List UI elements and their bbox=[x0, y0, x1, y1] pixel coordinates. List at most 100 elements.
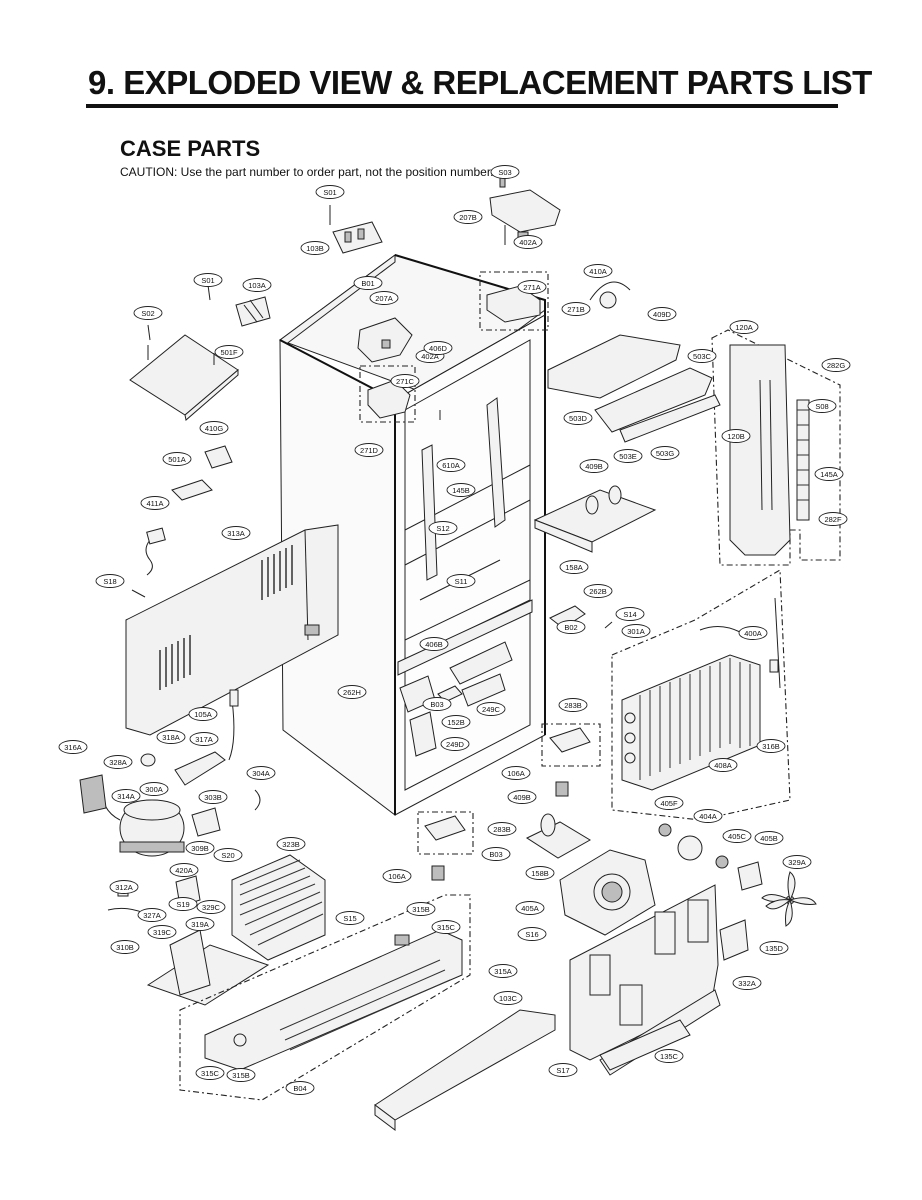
callout-label: 319C bbox=[147, 925, 177, 939]
callout-label: 316B bbox=[756, 739, 786, 753]
screws bbox=[131, 205, 613, 629]
svg-text:120A: 120A bbox=[735, 323, 753, 332]
svg-text:262H: 262H bbox=[343, 688, 361, 697]
title-divider bbox=[86, 104, 838, 108]
base-plate-315a bbox=[179, 894, 471, 1101]
svg-text:S02: S02 bbox=[141, 309, 154, 318]
callout-label: 406B bbox=[419, 637, 449, 651]
callout-label: 317A bbox=[189, 732, 219, 746]
callout-label: S01 bbox=[315, 185, 345, 199]
callout-label: 501F bbox=[214, 345, 244, 359]
callout-label: S02 bbox=[133, 306, 163, 320]
callout-label: 145B bbox=[446, 483, 476, 497]
svg-text:S01: S01 bbox=[323, 188, 336, 197]
svg-text:135D: 135D bbox=[765, 944, 784, 953]
callout-label: 503C bbox=[687, 349, 717, 363]
svg-text:S08: S08 bbox=[815, 402, 828, 411]
svg-text:S03: S03 bbox=[498, 168, 511, 177]
svg-text:106A: 106A bbox=[388, 872, 406, 881]
callout-label: S16 bbox=[517, 927, 547, 941]
callout-label: 329A bbox=[782, 855, 812, 869]
callout-label: B04 bbox=[285, 1081, 315, 1095]
motor-404a bbox=[677, 835, 703, 861]
svg-text:315A: 315A bbox=[494, 967, 512, 976]
svg-text:410A: 410A bbox=[589, 267, 607, 276]
callout-label: 310B bbox=[110, 940, 140, 954]
svg-text:207A: 207A bbox=[375, 294, 393, 303]
svg-text:120B: 120B bbox=[727, 432, 745, 441]
condenser-323b bbox=[231, 854, 326, 961]
svg-text:145B: 145B bbox=[452, 486, 470, 495]
callout-label: S11 bbox=[446, 574, 476, 588]
callout-labels: S01S03207B402A103B271A271B410A409DB01207… bbox=[58, 165, 851, 1095]
svg-text:283B: 283B bbox=[564, 701, 582, 710]
callout-label: 262H bbox=[337, 685, 367, 699]
svg-text:S19: S19 bbox=[176, 900, 189, 909]
callout-label: 135C bbox=[654, 1049, 684, 1063]
svg-text:315B: 315B bbox=[232, 1071, 250, 1080]
callout-label: 303B bbox=[198, 790, 228, 804]
svg-text:106A: 106A bbox=[507, 769, 525, 778]
svg-text:207B: 207B bbox=[459, 213, 477, 222]
fan-blade-329a bbox=[761, 871, 817, 927]
svg-text:402A: 402A bbox=[519, 238, 537, 247]
callout-label: 145A bbox=[814, 467, 844, 481]
svg-text:S14: S14 bbox=[623, 610, 636, 619]
svg-text:312A: 312A bbox=[115, 883, 133, 892]
callout-label: 207B bbox=[453, 210, 483, 224]
callout-label: B01 bbox=[353, 276, 383, 290]
callout-label: 316A bbox=[58, 740, 88, 754]
board-501a bbox=[171, 479, 213, 501]
callout-label: S15 bbox=[335, 911, 365, 925]
callout-label: 282F bbox=[818, 512, 848, 526]
svg-text:409B: 409B bbox=[585, 462, 603, 471]
svg-text:105A: 105A bbox=[194, 710, 212, 719]
callout-label: 409D bbox=[647, 307, 677, 321]
compressor-300a bbox=[79, 774, 185, 857]
callout-label: 249D bbox=[440, 737, 470, 751]
svg-text:271B: 271B bbox=[567, 305, 585, 314]
svg-text:420A: 420A bbox=[175, 866, 193, 875]
machine-cover-313a bbox=[125, 524, 339, 736]
svg-text:103B: 103B bbox=[306, 244, 324, 253]
svg-text:406B: 406B bbox=[425, 640, 443, 649]
svg-text:329C: 329C bbox=[202, 903, 221, 912]
svg-text:503D: 503D bbox=[569, 414, 588, 423]
svg-text:404A: 404A bbox=[699, 812, 717, 821]
callout-label: 135D bbox=[759, 941, 789, 955]
svg-text:S12: S12 bbox=[436, 524, 449, 533]
callout-label: 106A bbox=[382, 869, 412, 883]
callout-label: 503G bbox=[650, 446, 680, 460]
callout-label: 405C bbox=[722, 829, 752, 843]
svg-text:405F: 405F bbox=[660, 799, 678, 808]
svg-text:315B: 315B bbox=[412, 905, 430, 914]
evaporator-301a bbox=[611, 569, 791, 821]
svg-text:145A: 145A bbox=[820, 470, 838, 479]
lamp-cover-503d bbox=[547, 334, 681, 399]
bracket-158b bbox=[525, 821, 591, 859]
svg-text:303B: 303B bbox=[204, 793, 222, 802]
callout-label: S18 bbox=[95, 574, 125, 588]
callout-label: 410G bbox=[199, 421, 229, 435]
svg-text:309B: 309B bbox=[191, 844, 209, 853]
svg-text:271D: 271D bbox=[360, 446, 379, 455]
svg-text:317A: 317A bbox=[195, 735, 213, 744]
svg-text:B03: B03 bbox=[489, 850, 502, 859]
callout-label: 328A bbox=[103, 755, 133, 769]
top-hinge-207b bbox=[489, 174, 561, 245]
svg-text:271C: 271C bbox=[396, 377, 415, 386]
callout-label: 405B bbox=[754, 831, 784, 845]
hinge-103b bbox=[329, 213, 383, 254]
callout-label: 409B bbox=[507, 790, 537, 804]
svg-text:405A: 405A bbox=[521, 904, 539, 913]
callout-label: S20 bbox=[213, 848, 243, 862]
callout-label: 318A bbox=[156, 730, 186, 744]
svg-text:S16: S16 bbox=[525, 930, 538, 939]
duct-assembly-120a bbox=[711, 329, 841, 566]
callout-label: B03 bbox=[422, 697, 452, 711]
callout-label: 283B bbox=[487, 822, 517, 836]
svg-text:327A: 327A bbox=[143, 911, 161, 920]
svg-text:B04: B04 bbox=[293, 1084, 306, 1093]
callout-label: S12 bbox=[428, 521, 458, 535]
svg-text:503G: 503G bbox=[656, 449, 675, 458]
